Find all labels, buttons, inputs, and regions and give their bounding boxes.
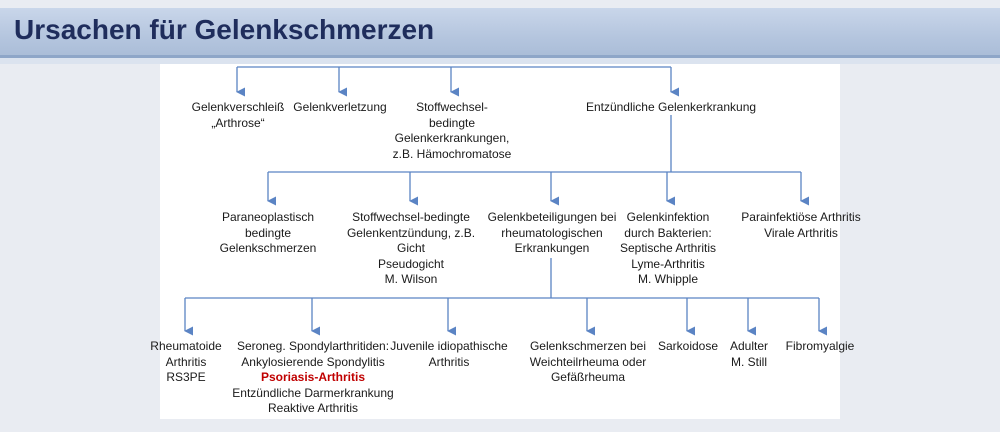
node-gelenkbeteiligungen: Gelenkbeteiligungen bei rheumatologische… bbox=[487, 210, 617, 255]
node-seroneg-spondylarthritiden: Seroneg. Spondylarthritiden: Ankylosiere… bbox=[232, 339, 393, 417]
seroneg-line: Reaktive Arthritis bbox=[267, 401, 359, 415]
node-fibromyalgie: Fibromyalgie bbox=[785, 339, 855, 353]
node-sarkoidose: Sarkoidose bbox=[657, 339, 719, 353]
node-parainfektioese-arthritis: Parainfektiöse Arthritis Virale Arthriti… bbox=[741, 210, 861, 240]
node-adulter-still: Adulter M. Still bbox=[729, 339, 769, 369]
title-bar: Ursachen für Gelenkschmerzen bbox=[0, 8, 1000, 58]
node-juvenile-arthritis: Juvenile idiopathische Arthritis bbox=[390, 339, 508, 369]
diagram-panel bbox=[160, 64, 840, 419]
seroneg-line: Seroneg. Spondylarthritiden: bbox=[236, 339, 390, 353]
node-rheumatoide-arthritis: Rheumatoide Arthritis RS3PE bbox=[150, 339, 222, 384]
node-gelenkverletzung: Gelenkverletzung bbox=[293, 100, 387, 114]
seroneg-line: Entzündliche Darmerkrankung bbox=[232, 385, 394, 400]
node-gelenkverschleiss: Gelenkverschleiß „Arthrose“ bbox=[191, 100, 285, 130]
node-stoffwechsel-bedingt: Stoffwechsel- bedingte Gelenkerkrankunge… bbox=[392, 100, 512, 161]
seroneg-line-highlight: Psoriasis-Arthritis bbox=[260, 370, 366, 384]
node-gelenkinfektion: Gelenkinfektion durch Bakterien: Septisc… bbox=[619, 210, 717, 286]
node-weichteilrheuma: Gelenkschmerzen bei Weichteilrheuma oder… bbox=[529, 339, 647, 384]
header-stripe bbox=[0, 58, 1000, 64]
slide-title: Ursachen für Gelenkschmerzen bbox=[14, 14, 435, 45]
node-stoffwechsel-gelenkentzuendung: Stoffwechsel-bedingte Gelenkentzündung, … bbox=[346, 210, 476, 286]
seroneg-line: Ankylosierende Spondylitis bbox=[241, 354, 385, 369]
title-underline bbox=[0, 55, 1000, 58]
node-paraneoplastisch: Paraneoplastisch bedingte Gelenkschmerze… bbox=[219, 210, 317, 255]
node-entzuendliche-gelenkerkrankung: Entzündliche Gelenkerkrankung bbox=[585, 100, 757, 114]
